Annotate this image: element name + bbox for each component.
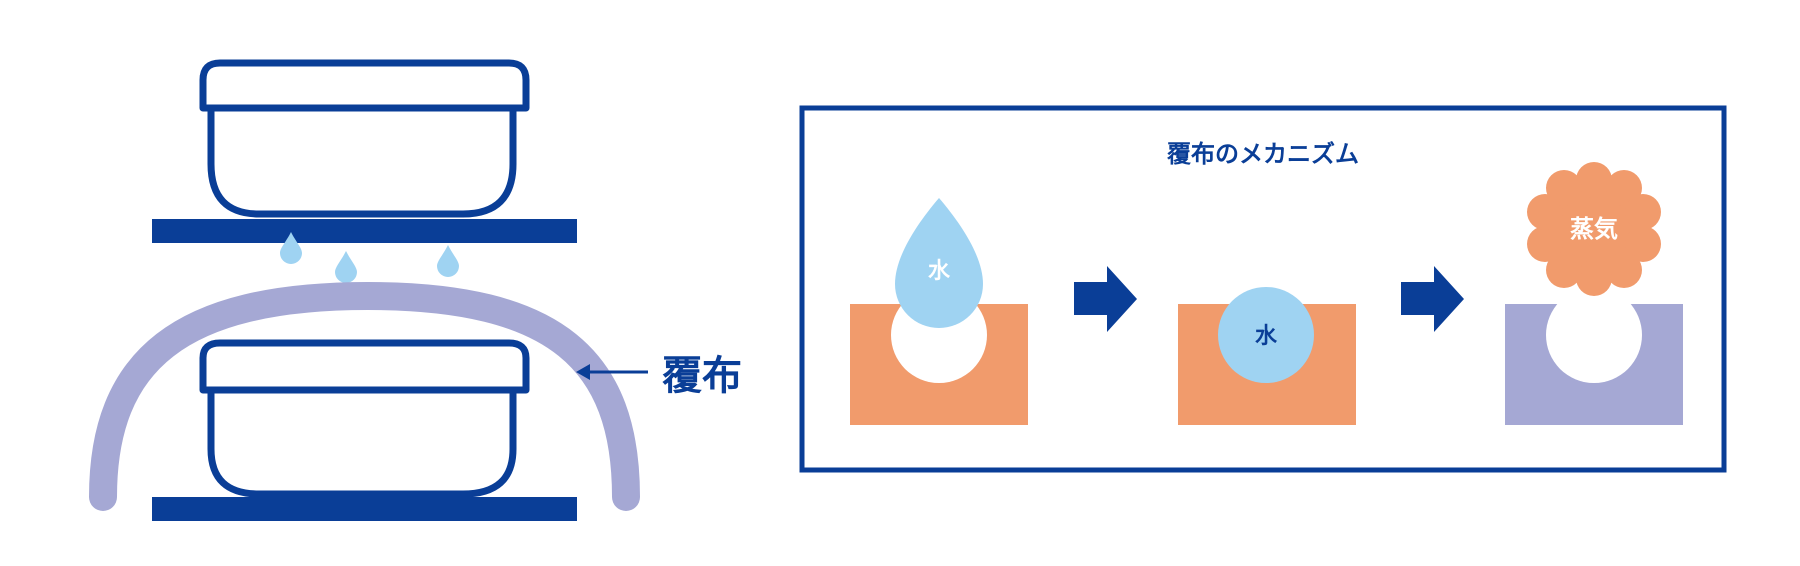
steaming-illustration: 覆布 [89, 59, 742, 521]
water-drop-icon [335, 251, 357, 283]
lower-container-body [207, 390, 517, 498]
lower-shelf [152, 497, 577, 521]
water-drop-icon [895, 198, 983, 328]
cloud-label: 蒸気 [1570, 215, 1618, 243]
panel-title: 覆布のメカニズム [1167, 140, 1359, 168]
right-arrow-icon [1401, 266, 1464, 332]
step-3: 蒸気 [1505, 162, 1683, 425]
step-1: 水 [850, 198, 1028, 425]
pore [1546, 287, 1642, 383]
panel-frame [799, 105, 1727, 473]
water-drop-icon [437, 245, 459, 277]
water-drop-icon [280, 232, 302, 264]
lower-container-lid [199, 339, 530, 394]
drop-label: 水 [928, 259, 951, 284]
bubble-label: 水 [1255, 324, 1278, 349]
upper-container-body [207, 108, 517, 218]
water-bubble [1218, 287, 1314, 383]
steam-cloud-icon [1527, 162, 1661, 296]
mechanism-panel: 覆布のメカニズム 水 水 [799, 105, 1727, 473]
right-arrow-icon [1074, 266, 1137, 332]
cloth-arch [89, 281, 640, 511]
step-2: 水 [1178, 287, 1356, 425]
cloth-label: 覆布 [661, 353, 742, 399]
left-arrow-icon [576, 364, 648, 380]
upper-shelf [152, 219, 577, 243]
upper-container-lid [199, 59, 530, 112]
